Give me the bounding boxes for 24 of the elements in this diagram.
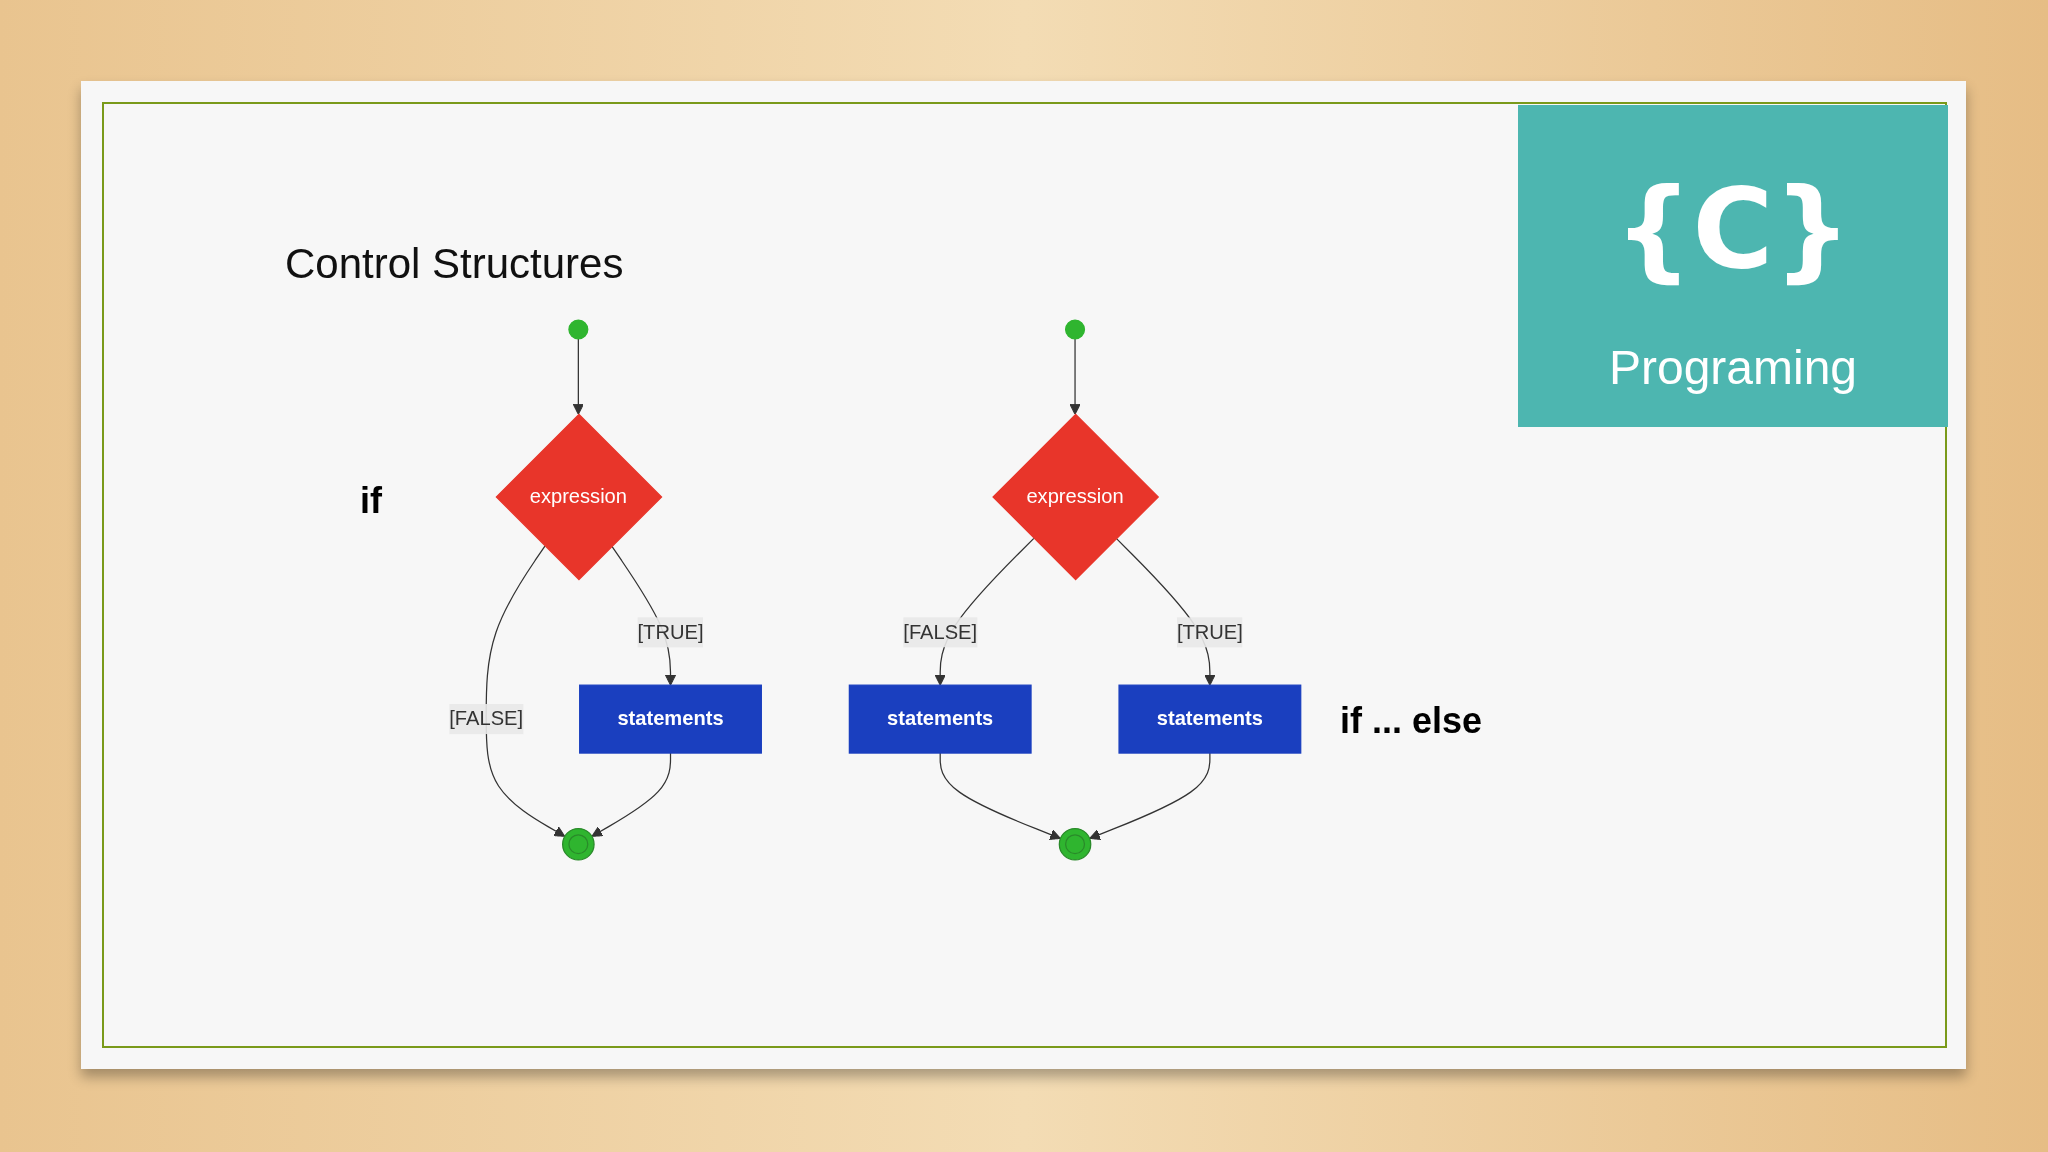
node-box: statements	[1118, 684, 1302, 754]
node-circle	[562, 827, 595, 861]
banner-symbol: {C}	[1613, 165, 1853, 293]
arrow	[485, 545, 566, 837]
edge-label: [FALSE]	[449, 707, 524, 730]
edge-label: [TRUE]	[637, 621, 704, 643]
node-diamond: expression	[992, 413, 1160, 581]
slide-title: Control Structures	[285, 240, 624, 288]
arrow	[572, 338, 584, 415]
structure-label: if ... else	[1340, 700, 1483, 742]
node-circle	[1058, 827, 1092, 861]
node-diamond: expression	[495, 413, 663, 581]
edge-label: [TRUE]	[1176, 621, 1243, 643]
edge-label: [FALSE]	[903, 621, 978, 643]
arrow	[1069, 338, 1081, 415]
arrow	[939, 752, 1061, 840]
node-circle	[1064, 319, 1086, 340]
arrow	[1089, 752, 1211, 840]
node-box: statements	[579, 684, 762, 754]
banner-text: Programing	[1607, 340, 1859, 395]
structure-label: if	[360, 480, 382, 522]
node-circle	[568, 319, 589, 340]
node-box: statements	[848, 684, 1032, 754]
arrow	[591, 752, 672, 837]
